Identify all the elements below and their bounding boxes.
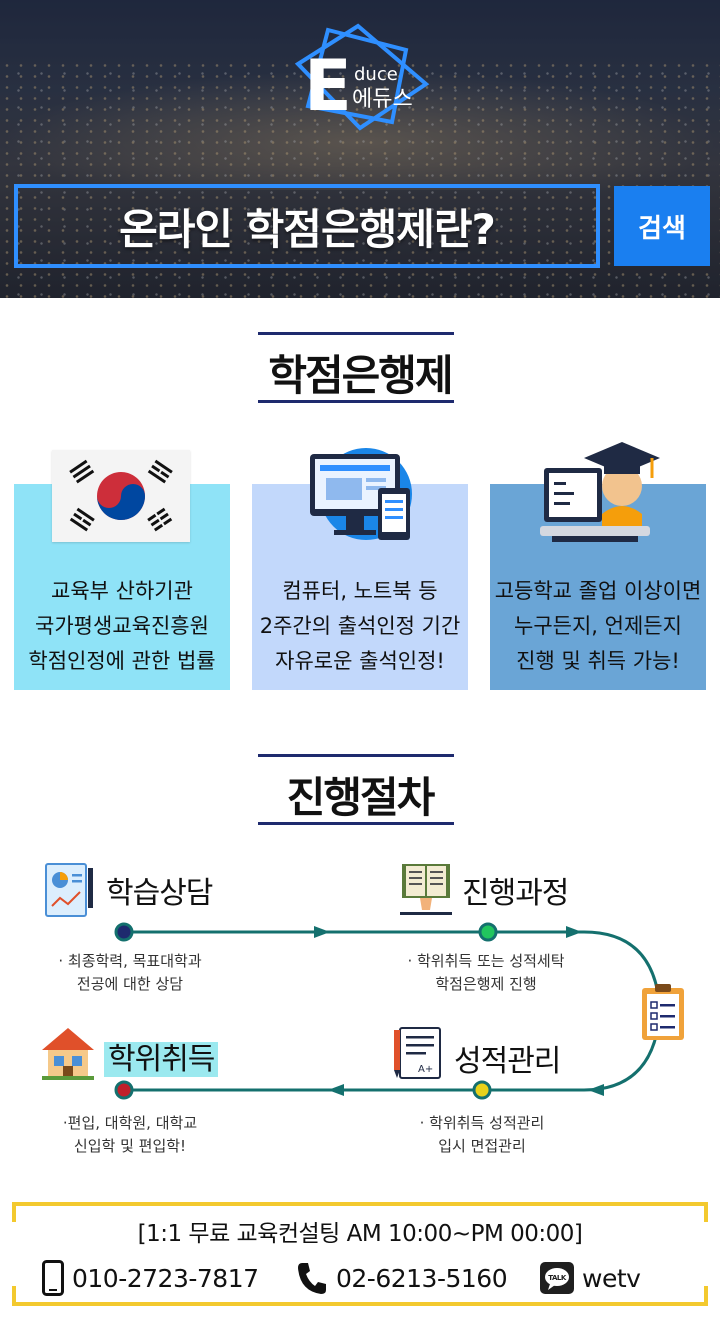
step-desc-grades: · 학위취득 성적관리 입시 면접관리	[352, 1112, 612, 1158]
title-frame: 온라인 학점은행제란?	[14, 184, 600, 268]
step-title-degree-text: 학위취득	[104, 1042, 219, 1077]
step-desc-line: · 최종학력, 목표대학과	[58, 952, 202, 970]
step-desc-degree: ·편입, 대학원, 대학교 신입학 및 편입학!	[0, 1112, 260, 1158]
flow-arrow	[566, 926, 582, 938]
book-icon	[400, 864, 452, 915]
logo-name: 에듀스	[352, 87, 413, 112]
phone-icon	[298, 1263, 326, 1294]
step-title-consult: 학습상담	[106, 876, 213, 911]
step-title-degree: 학위취득	[104, 1034, 219, 1078]
flow-arrow	[314, 926, 330, 938]
step-desc-line: · 학위취득 성적관리	[419, 1114, 545, 1132]
step-desc-line: ·편입, 대학원, 대학교	[62, 1114, 198, 1132]
contact-footer: [1:1 무료 교육컨설팅 AM 10:00~PM 00:00] 010-272…	[12, 1202, 708, 1306]
kakao-contact[interactable]: TALK wetv	[540, 1258, 641, 1298]
flow-arrow	[328, 1084, 344, 1096]
page-title: 온라인 학점은행제란?	[119, 204, 496, 254]
checklist-icon	[642, 984, 684, 1040]
step-desc-line: · 학위취득 또는 성적세탁	[407, 952, 565, 970]
mobile-contact[interactable]: 010-2723-7817	[42, 1258, 259, 1298]
about-heading-block: 학점은행제	[0, 330, 720, 410]
report-icon	[45, 863, 93, 917]
logo-letter: E	[304, 45, 352, 127]
svg-text:A+: A+	[418, 1064, 433, 1075]
phone-contact[interactable]: 02-6213-5160	[296, 1258, 508, 1298]
heading-bar-bottom	[258, 822, 454, 825]
consult-hours: [1:1 무료 교육컨설팅 AM 10:00~PM 00:00]	[137, 1221, 583, 1247]
card-line: 2주간의 출석인정 기간	[259, 614, 461, 638]
step-desc-line: 신입학 및 편입학!	[73, 1137, 187, 1155]
card-line: 학점인정에 관한 법률	[28, 649, 216, 673]
heading-bar-top	[258, 754, 454, 757]
search-button[interactable]: 검색	[614, 186, 710, 266]
step-dot-2	[478, 922, 498, 942]
smartphone-icon	[42, 1260, 64, 1296]
heading-bar-bottom	[258, 400, 454, 403]
step-desc-line: 학점은행제 진행	[435, 975, 537, 993]
step-desc-consult: · 최종학력, 목표대학과 전공에 대한 상담	[0, 950, 260, 996]
step-dot-3	[472, 1080, 492, 1100]
card-line: 교육부 산하기관	[51, 579, 193, 603]
step-dot-4	[114, 1080, 134, 1100]
house-icon	[42, 1028, 94, 1080]
kakao-badge-text: TALK	[548, 1274, 567, 1282]
kakao-id[interactable]: wetv	[582, 1263, 641, 1293]
korea-flag-icon	[52, 450, 190, 542]
heading-bar-top	[258, 332, 454, 335]
educe-logo[interactable]: E duce 에듀스	[288, 22, 438, 132]
card-line: 누구든지, 언제든지	[514, 614, 682, 638]
card-line: 자유로운 출석인정!	[275, 649, 445, 673]
process-heading: 진행절차	[286, 773, 436, 822]
phone-number[interactable]: 02-6213-5160	[336, 1263, 508, 1293]
card-line: 진행 및 취득 가능!	[516, 649, 680, 673]
step-desc-progress: · 학위취득 또는 성적세탁 학점은행제 진행	[356, 950, 616, 996]
card-line: 컴퓨터, 노트북 등	[282, 579, 438, 603]
step-title-grades: 성적관리	[454, 1044, 561, 1079]
logo-sub: duce	[354, 64, 398, 85]
step-dot-1	[114, 922, 134, 942]
card-line: 국가평생교육진흥원	[35, 614, 209, 638]
logo-square-2	[294, 23, 430, 131]
process-heading-block: 진행절차	[0, 752, 720, 832]
city-lights	[0, 60, 720, 298]
kakaotalk-icon: TALK	[540, 1262, 574, 1294]
graduate-icon	[540, 442, 660, 542]
flow-arrow	[588, 1084, 604, 1096]
hero-shade	[0, 0, 720, 298]
mobile-number[interactable]: 010-2723-7817	[72, 1263, 259, 1293]
computer-icon	[310, 448, 412, 540]
info-card-agency: 교육부 산하기관 국가평생교육진흥원 학점인정에 관한 법률	[14, 484, 230, 690]
step-desc-line: 입시 면접관리	[438, 1137, 526, 1155]
card-line: 고등학교 졸업 이상이면	[494, 579, 702, 603]
step-title-progress: 진행과정	[462, 876, 569, 911]
step-desc-line: 전공에 대한 상담	[76, 975, 184, 993]
about-heading: 학점은행제	[268, 351, 453, 400]
grade-sheet-icon: A+	[394, 1027, 441, 1079]
